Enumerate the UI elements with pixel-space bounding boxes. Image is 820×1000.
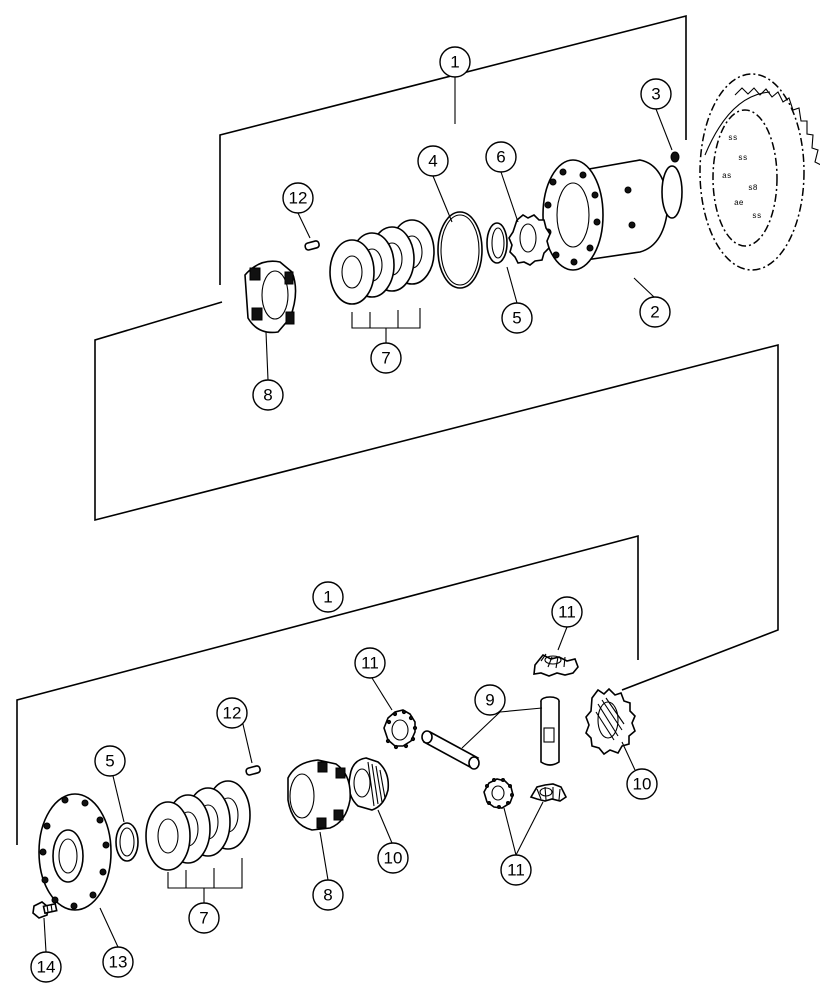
callout-12-top: 12 [282,182,314,214]
part-2-differential-case [542,159,683,271]
svg-text:1: 1 [323,588,332,607]
part-11-pinion-gear-top-right [533,653,579,677]
part-11-pinion-gear-bottom-middle [483,778,514,809]
callout-8-top: 8 [252,379,284,411]
part-9-cross-shaft-vertical [540,696,560,766]
svg-text:ae: ae [734,199,744,208]
callout-14: 14 [30,951,62,983]
callout-5-bottom: 5 [94,745,126,777]
leader-lines [43,77,673,953]
callout-10-left: 10 [377,842,409,874]
part-6-thrust-washer [508,214,551,266]
svg-text:ss: ss [738,154,748,163]
part-7-clutch-plates-bottom [145,780,251,903]
part-11-pinion-gear-top-left [383,709,418,750]
svg-text:11: 11 [361,654,379,673]
part-10-side-gear-left [348,757,390,811]
svg-text:5: 5 [512,309,521,328]
callout-11-top-right: 11 [551,596,583,628]
svg-text:ss: ss [728,134,738,143]
part-13-end-cover [38,793,112,911]
svg-text:1: 1 [450,53,459,72]
svg-text:11: 11 [558,603,576,622]
part-12-dowel-pin-top [304,240,320,251]
callout-5-top: 5 [501,302,533,334]
callout-9: 9 [474,684,506,716]
svg-text:12: 12 [289,189,308,208]
part-4-o-ring [437,211,483,289]
svg-text:13: 13 [109,953,128,972]
svg-text:14: 14 [37,958,56,977]
svg-text:7: 7 [381,349,390,368]
callout-10-right: 10 [626,768,658,800]
svg-text:2: 2 [650,303,659,322]
svg-text:5: 5 [105,752,114,771]
callout-2: 2 [639,296,671,328]
part-5-snap-ring-top [486,222,508,264]
part-3-pin [670,151,680,163]
callout-11-top-left: 11 [354,647,386,679]
callout-11-bottom: 11 [500,854,532,886]
part-5-snap-ring-bottom [115,822,139,862]
callout-3: 3 [640,78,672,110]
callout-13: 13 [102,946,134,978]
part-12-dowel-pin-bottom [245,765,261,776]
svg-text:ss: ss [752,212,762,221]
part-8-clutch-hub-bottom [287,759,352,831]
svg-text:4: 4 [428,152,437,171]
svg-text:9: 9 [485,691,494,710]
callout-7-top: 7 [370,342,402,374]
svg-text:3: 3 [651,85,660,104]
callout-7-bottom: 7 [188,902,220,934]
callout-1-bottom: 1 [312,581,344,613]
svg-text:12: 12 [223,704,242,723]
callout-8-bottom: 8 [312,879,344,911]
svg-text:10: 10 [384,849,403,868]
svg-text:8: 8 [323,886,332,905]
part-10-side-gear-right [585,687,636,756]
svg-text:10: 10 [633,775,652,794]
svg-text:s8: s8 [748,184,758,193]
callout-6: 6 [485,141,517,173]
part-9-cross-shaft-long [421,730,480,770]
callout-12-bottom: 12 [216,697,248,729]
part-14-bolt [32,901,58,919]
svg-text:6: 6 [496,148,505,167]
part-7-clutch-plates-top [329,219,435,343]
callout-1-top: 1 [439,46,471,78]
svg-text:as: as [722,172,732,181]
part-8-clutch-hub-top [244,260,297,334]
svg-text:7: 7 [199,909,208,928]
part-11-pinion-gear-bottom-right [529,783,568,802]
svg-text:8: 8 [263,386,272,405]
svg-text:11: 11 [507,861,525,880]
callout-4: 4 [417,145,449,177]
